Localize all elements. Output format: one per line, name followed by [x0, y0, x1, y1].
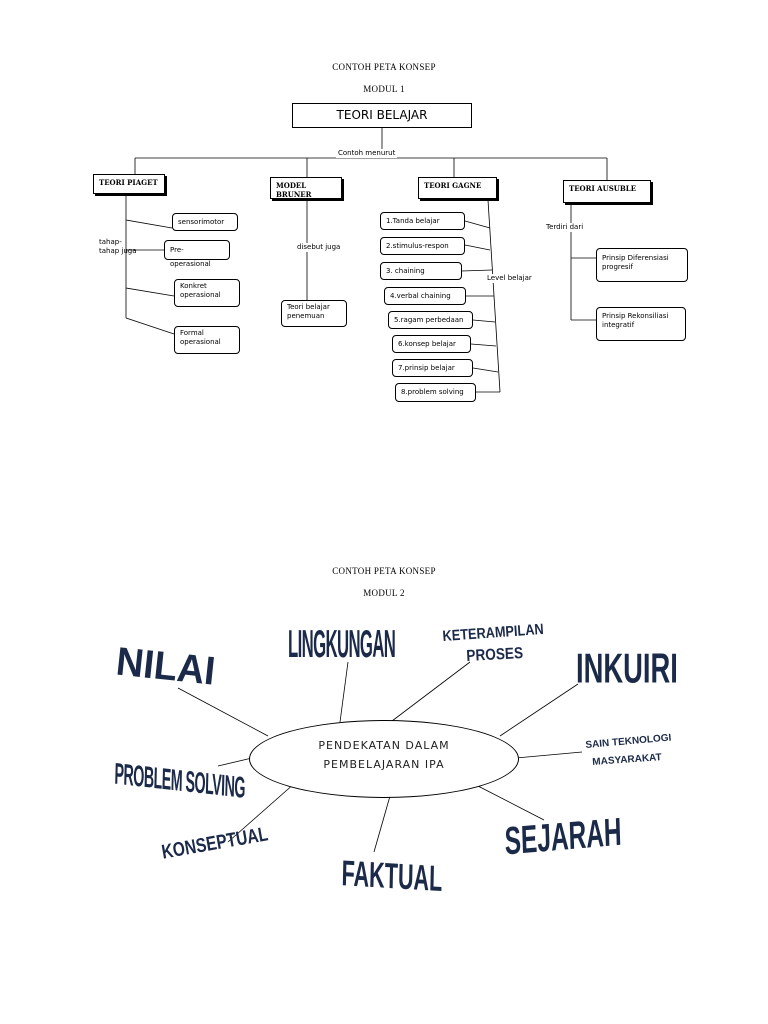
center-concept-line1: PENDEKATAN DALAM — [318, 739, 450, 752]
gagne-item: 4.verbal chaining — [384, 287, 466, 305]
bruner-item: Teori belajar penemuan — [281, 300, 347, 327]
gagne-item: 8.problem solving — [395, 383, 476, 402]
piaget-item: Konkret operasional — [174, 279, 240, 307]
ausuble-item: Prinsip Diferensiasi progresif — [596, 248, 688, 282]
root-concept-box: TEORI BELAJAR — [292, 103, 472, 128]
piaget-link-label: tahap-tahap juga — [99, 238, 137, 255]
gagne-item: 5.ragam perbedaan — [388, 311, 473, 329]
bruner-title-box: MODEL BRUNER — [270, 177, 342, 199]
ausuble-item: Prinsip Rekonsiliasi integratif — [596, 307, 686, 341]
piaget-item: sensorimotor — [172, 213, 238, 231]
gagne-title-box: TEORI GAGNE — [418, 177, 497, 199]
word-lingkungan: LINGKUNGAN — [288, 622, 396, 666]
gagne-item: 1.Tanda belajar — [380, 212, 465, 230]
bruner-link-label: disebut juga — [296, 243, 342, 252]
gagne-item: 6.konsep belajar — [392, 335, 471, 353]
module2-subheading: MODUL 2 — [363, 588, 405, 598]
piaget-item: Pre-operasional — [164, 240, 230, 268]
word-proses: PROSES — [466, 645, 524, 665]
gagne-link-label: Level belajar — [486, 274, 533, 283]
gagne-item: 3. chaining — [380, 262, 462, 280]
center-concept-ellipse: PENDEKATAN DALAM PEMBELAJARAN IPA — [249, 720, 519, 798]
piaget-title-box: TEORI PIAGET — [93, 174, 165, 194]
center-concept-line2: PEMBELAJARAN IPA — [323, 758, 445, 771]
ausuble-link-label: Terdiri dari — [545, 223, 585, 232]
gagne-item: 2.stimulus-respon — [380, 237, 465, 255]
module1-heading: CONTOH PETA KONSEP — [332, 62, 436, 72]
connector-label: Contoh menurut — [336, 149, 398, 158]
module2-heading: CONTOH PETA KONSEP — [332, 566, 436, 576]
word-inkuiri: INKUIRI — [576, 646, 678, 693]
module1-subheading: MODUL 1 — [363, 84, 405, 94]
ausuble-title-box: TEORI AUSUBLE — [563, 180, 651, 203]
piaget-item: Formal operasional — [174, 326, 240, 354]
gagne-item: 7.prinsip belajar — [392, 359, 473, 377]
word-faktual: FAKTUAL — [341, 854, 443, 900]
